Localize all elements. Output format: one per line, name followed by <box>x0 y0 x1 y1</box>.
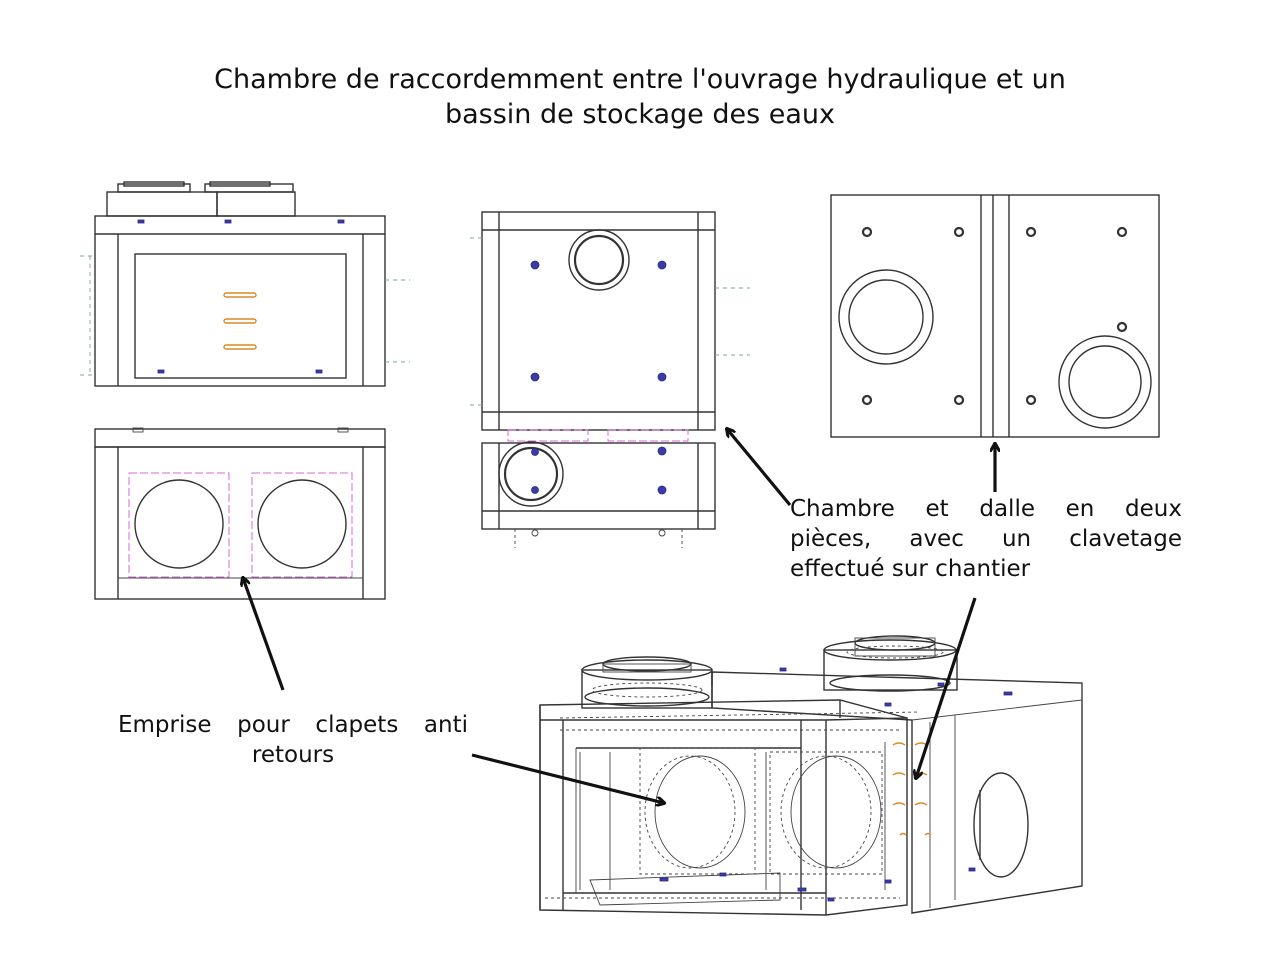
title-line-2: bassin de stockage des eaux <box>444 99 836 130</box>
front-elevation-view <box>80 181 410 387</box>
title-line-1: Chambre de raccordemment entre l'ouvrage… <box>214 64 1066 95</box>
caption-emprise-line-1: Emprise pour clapets anti <box>118 712 468 738</box>
arrow-to-iso-clapet <box>471 753 664 803</box>
arrow-to-side-view <box>727 429 792 507</box>
caption-chambre-dalle: Chambre et dalle en deux pièces, avec un… <box>790 494 1182 584</box>
arrow-to-iso-joint <box>916 597 977 778</box>
caption-emprise-clapets: Emprise pour clapets anti retours <box>118 710 468 770</box>
caption-emprise-line-2: retours <box>251 742 335 768</box>
annotation-arrows <box>243 429 995 803</box>
top-plan-view <box>830 194 1160 438</box>
side-elevation-view <box>470 211 750 548</box>
caption-chambre-line-1: Chambre et dalle en deux <box>790 496 1182 522</box>
arrow-to-clapet-section <box>243 578 285 691</box>
diagram-title: Chambre de raccordemment entre l'ouvrage… <box>140 62 1140 132</box>
clapet-section-view <box>94 427 386 600</box>
caption-chambre-line-3: effectué sur chantier <box>790 556 1031 582</box>
caption-chambre-line-2: pièces, avec un clavetage <box>790 526 1182 552</box>
isometric-view <box>539 635 1083 916</box>
